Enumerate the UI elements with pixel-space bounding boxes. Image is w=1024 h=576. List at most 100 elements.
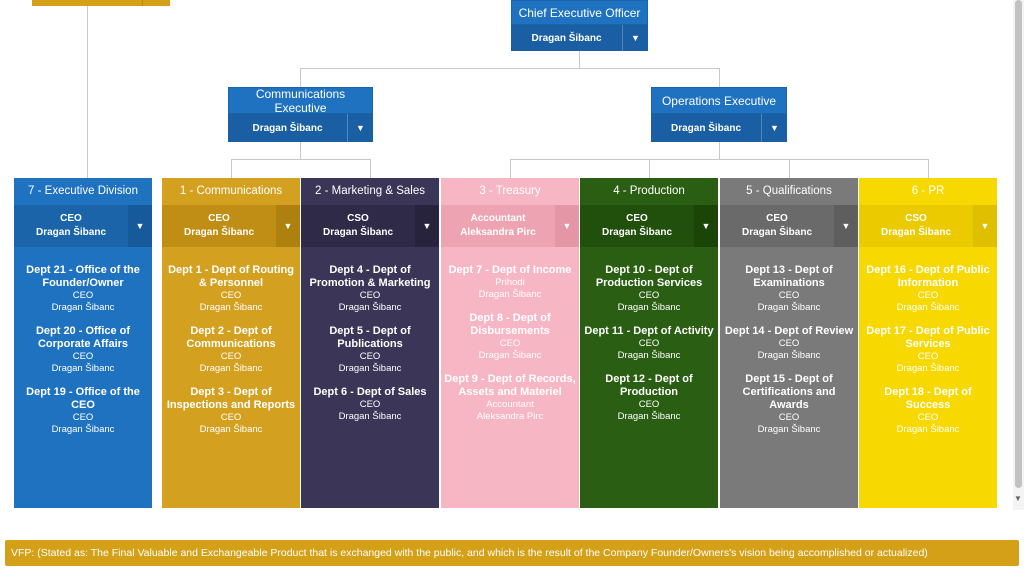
division-head-post: CSO xyxy=(905,213,927,224)
operations-executive-node[interactable]: Operations Executive Dragan Šibanc ▼ xyxy=(651,87,787,142)
division-head-holder: Dragan Šibanc xyxy=(741,227,813,238)
ceo-title: Chief Executive Officer xyxy=(511,0,648,25)
department-name: Dept 17 - Dept of Public Services xyxy=(866,325,990,350)
department-name: Dept 21 - Office of the Founder/Owner xyxy=(26,264,140,289)
connector-line xyxy=(300,68,720,69)
department-post: CEO xyxy=(72,412,94,423)
exec-holder-row: Dragan Šibanc ▼ xyxy=(228,114,373,142)
department-name: Dept 9 - Dept of Records, Assets and Mat… xyxy=(444,373,576,398)
division-head-post: CEO xyxy=(60,213,82,224)
department-name: Dept 14 - Dept of Review xyxy=(724,325,854,337)
department-holder: Dragan Šibanc xyxy=(617,302,681,313)
department-name: Dept 16 - Dept of Public Information xyxy=(866,264,990,289)
chevron-down-icon[interactable]: ▼ xyxy=(276,205,300,247)
department-name: Dept 13 - Dept of Examinations xyxy=(745,264,833,289)
connector-line xyxy=(370,159,371,178)
department-item[interactable]: Dept 15 - Dept of Certifications and Awa… xyxy=(720,373,858,436)
chevron-down-icon[interactable]: ▼ xyxy=(555,205,579,247)
department-post: CEO xyxy=(220,290,242,301)
connector-line xyxy=(300,142,301,160)
department-holder: Dragan Šibanc xyxy=(199,363,263,374)
department-post: CEO xyxy=(917,412,939,423)
chevron-down-icon[interactable]: ▼ xyxy=(347,114,373,142)
division-head-post: CEO xyxy=(766,213,788,224)
connector-line xyxy=(719,68,720,87)
chevron-down-icon[interactable]: ▼ xyxy=(128,205,152,247)
vfp-footer: VFP: (Stated as: The Final Valuable and … xyxy=(5,540,1019,566)
communications-executive-node[interactable]: Communications Executive Dragan Šibanc ▼ xyxy=(228,87,373,142)
connector-line xyxy=(300,68,301,87)
connector-line xyxy=(719,142,720,160)
department-post: CEO xyxy=(359,290,381,301)
exec-holder-row: Dragan Šibanc ▼ xyxy=(651,114,787,142)
division-title: 6 - PR xyxy=(859,178,997,204)
chevron-down-icon[interactable]: ▼ xyxy=(973,205,997,247)
department-post: CEO xyxy=(359,351,381,362)
department-holder: Dragan Šibanc xyxy=(757,424,821,435)
scroll-down-arrow-icon[interactable]: ▼ xyxy=(1014,494,1022,503)
chevron-down-icon[interactable]: ▼ xyxy=(761,114,787,142)
offscreen-node-box[interactable] xyxy=(32,0,170,6)
division-head-post: Accountant xyxy=(470,213,526,224)
connector-line xyxy=(789,159,790,178)
department-name: Dept 8 - Dept of Disbursements xyxy=(469,312,551,337)
department-holder: Dragan Šibanc xyxy=(617,350,681,361)
department-holder: Dragan Šibanc xyxy=(51,424,115,435)
department-post: CEO xyxy=(778,412,800,423)
department-post: CEO xyxy=(220,351,242,362)
connector-line xyxy=(579,51,580,69)
chevron-down-icon[interactable]: ▼ xyxy=(622,25,648,51)
department-holder: Dragan Šibanc xyxy=(757,350,821,361)
department-item[interactable]: Dept 9 - Dept of Records, Assets and Mat… xyxy=(441,373,579,423)
chevron-down-icon[interactable]: ▼ xyxy=(834,205,858,247)
department-item[interactable]: Dept 3 - Dept of Inspections and Reports… xyxy=(162,386,300,436)
department-holder: Dragan Šibanc xyxy=(338,411,402,422)
chevron-down-icon[interactable]: ▼ xyxy=(694,205,718,247)
vertical-scrollbar[interactable]: ▼ xyxy=(1013,0,1024,510)
exec-holder: Dragan Šibanc xyxy=(670,122,742,134)
department-holder: Dragan Šibanc xyxy=(51,363,115,374)
division-title: 4 - Production xyxy=(580,178,718,204)
department-name: Dept 20 - Office of Corporate Affairs xyxy=(35,325,131,350)
division-head-row: CEO Dragan Šibanc ▼ xyxy=(720,205,858,247)
ceo-node[interactable]: Chief Executive Officer Dragan Šibanc ▼ xyxy=(511,0,648,51)
scrollbar-thumb[interactable] xyxy=(1015,0,1022,488)
connector-line xyxy=(231,159,232,178)
division-head-post: CSO xyxy=(347,213,369,224)
chevron-down-icon[interactable]: ▼ xyxy=(415,205,439,247)
department-post: CEO xyxy=(72,290,94,301)
department-name: Dept 3 - Dept of Inspections and Reports xyxy=(166,386,296,411)
